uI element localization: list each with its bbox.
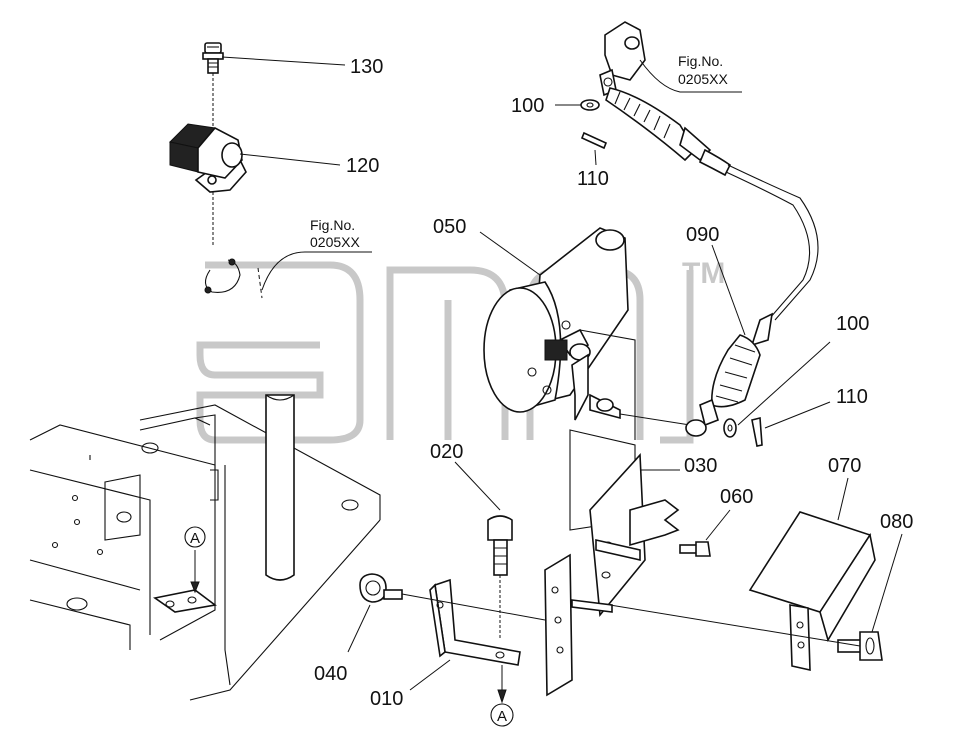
label-120: 120: [346, 155, 379, 177]
label-100-top: 100: [511, 95, 544, 117]
bolt-060: [679, 541, 711, 557]
cover-070: [748, 511, 876, 672]
sensor-120: [168, 123, 247, 193]
label-080: 080: [880, 511, 913, 533]
fig-ref-2-line1: Fig.No.: [678, 53, 723, 69]
bracket-010: [429, 578, 521, 666]
label-060: 060: [720, 486, 753, 508]
watermark-tm: TM: [682, 257, 725, 290]
label-010: 010: [370, 688, 403, 710]
label-130: 130: [350, 56, 383, 78]
cable-assembly: [599, 21, 819, 437]
label-070: 070: [828, 455, 861, 477]
label-040: 040: [314, 663, 347, 685]
pin-110-top: [580, 131, 608, 150]
bracket-a-left: [153, 550, 217, 613]
washer-100-right: [723, 418, 737, 438]
bracket-030: [571, 453, 680, 618]
bolt-020: [487, 515, 513, 576]
clip-ring: [204, 258, 241, 294]
vertical-shaft: [265, 394, 295, 581]
callout-a-bottom: A: [497, 708, 507, 725]
fig-ref-1-line1: Fig.No.: [310, 217, 355, 233]
washer-100-top: [580, 99, 600, 111]
callout-circle-a-bottom: [490, 703, 514, 727]
label-020: 020: [430, 441, 463, 463]
fig-ref-1-line2: 0205XX: [310, 234, 360, 250]
fig-ref-2-line2: 0205XX: [678, 71, 728, 87]
label-110-top: 110: [577, 168, 609, 190]
label-100-right: 100: [836, 313, 869, 335]
label-050: 050: [433, 216, 466, 238]
bolt-040: [359, 573, 403, 603]
label-110-right: 110: [836, 386, 868, 408]
mount-plate-front: [544, 553, 573, 697]
callout-a-top: A: [190, 530, 200, 547]
chassis-frame: [29, 404, 381, 701]
screw-130: [202, 42, 224, 74]
label-090: 090: [686, 224, 719, 246]
callout-circle-a-top: [184, 526, 206, 548]
pin-110-right: [751, 416, 763, 447]
motor-050: [483, 227, 636, 440]
label-030: 030: [684, 455, 717, 477]
